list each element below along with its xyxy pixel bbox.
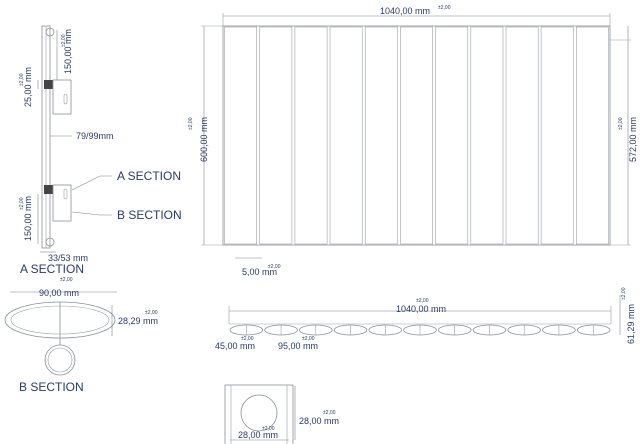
front-panel — [329, 26, 363, 245]
side-view: 150,00 mm ±2,00 25,00 mm ±2,00 79/99mm 1… — [19, 25, 182, 276]
a-section-title: A SECTION — [20, 262, 84, 276]
dim-b-height: 28,00 mm — [299, 416, 339, 426]
dim-front-height: 600,00 mm — [199, 117, 209, 162]
tol-plan-tube-width: ±2,00 — [241, 336, 254, 342]
dim-plan-pitch: 95,00 mm — [278, 341, 318, 351]
a-section-pointer-label: A SECTION — [117, 169, 181, 183]
front-panel — [259, 26, 293, 245]
dim-a-height: 28,29 mm — [118, 316, 158, 326]
dim-front-gap: 5,00 mm — [242, 267, 277, 277]
front-panel — [540, 26, 574, 245]
dim-front-inner-height: 572,00 mm — [628, 117, 638, 162]
front-panel — [224, 26, 258, 245]
tol-plan-pitch: ±2,00 — [302, 336, 315, 342]
front-panel — [400, 26, 433, 245]
side-view-bottom-cap — [45, 237, 55, 247]
front-panel — [364, 26, 398, 245]
dim-plan-tube-width: 45,00 mm — [215, 341, 255, 351]
b-detail-flange — [224, 384, 294, 444]
tol-b-width: ±2,00 — [262, 426, 275, 432]
tol-b-height: ±2,00 — [323, 410, 336, 416]
dim-front-width: 1040,00 mm — [380, 6, 430, 16]
lower-bracket — [52, 184, 72, 222]
dim-b-width: 28,00 mm — [238, 430, 278, 440]
b-section-leader — [71, 211, 112, 216]
a-section-view: 90,00 mm ±2,00 28,29 mm ±2,00 B SECTION — [4, 277, 158, 394]
b-section-tube-inner — [47, 347, 73, 373]
b-section-tube-outer — [44, 344, 76, 376]
b-detail-hole — [240, 394, 278, 432]
front-panel — [575, 26, 609, 245]
tol-front-gap: ±2,00 — [268, 264, 281, 270]
plan-view: 1040,00 mm ±2,00 61,29 mm ±2,00 45,00 mm… — [215, 287, 636, 351]
tol-plan-width: ±2,00 — [416, 298, 429, 304]
b-section-title: B SECTION — [19, 380, 84, 394]
upper-bracket-clip — [44, 80, 53, 89]
front-panel — [470, 26, 504, 245]
a-section-leader — [71, 175, 112, 191]
lower-bracket-slot — [63, 188, 68, 200]
front-panel — [505, 26, 539, 245]
tol-plan-depth: ±2,00 — [621, 287, 627, 300]
dim-side-bottom-width: 33/53 mm — [48, 253, 88, 263]
front-panel — [435, 26, 469, 245]
upper-bracket — [52, 79, 72, 115]
side-view-top-cap — [45, 27, 55, 37]
dim-side-bottom-150: 150,00 mm — [23, 196, 33, 241]
dim-side-top-150: 150,00 mm — [63, 29, 73, 74]
dim-side-offset: 79/99mm — [76, 131, 114, 141]
tol-a-height: ±2,00 — [145, 310, 158, 316]
lower-bracket-clip — [44, 185, 53, 194]
tol-front-height: ±2,00 — [188, 117, 194, 130]
tol-side-top-150: ±2,00 — [61, 34, 67, 47]
tol-front-width: ±2,00 — [438, 5, 451, 11]
front-panel — [294, 26, 328, 245]
tol-front-inner-height: ±2,00 — [618, 117, 624, 130]
tol-side-bottom-150: ±2,00 — [19, 197, 25, 210]
dim-a-width: 90,00 mm — [39, 288, 79, 298]
upper-bracket-slot — [63, 93, 68, 105]
plan-tubes — [229, 324, 611, 336]
tol-side-25: ±2,00 — [19, 73, 25, 86]
dim-side-25: 25,00 mm — [23, 67, 33, 107]
front-panels — [224, 26, 609, 245]
dim-plan-width: 1040,00 mm — [396, 304, 446, 314]
dim-plan-depth: 61,29 mm — [626, 304, 636, 344]
tol-a-width: ±2,00 — [60, 277, 73, 283]
radiator-frame — [222, 25, 611, 246]
front-view: 1040,00 mm ±2,00 600,00 mm ±2,00 572,00 … — [188, 5, 638, 277]
b-section-pointer-label: B SECTION — [117, 208, 182, 222]
b-section-detail: 28,00 mm ±2,00 28,00 mm ±2,00 — [224, 384, 339, 444]
